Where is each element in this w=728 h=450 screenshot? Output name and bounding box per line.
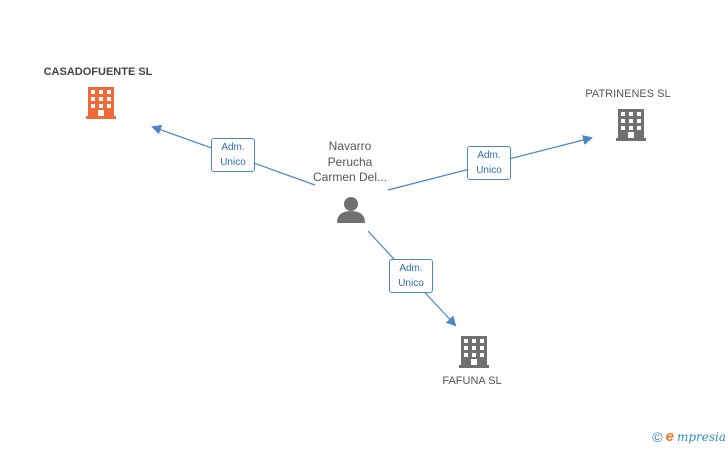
edge-label-casadofuente: Adm. Unico [211, 138, 255, 172]
brand-name: mpresia [676, 429, 726, 444]
building-icon[interactable] [459, 336, 489, 368]
person-name-line: Carmen Del... [312, 170, 388, 184]
edge-label-patrinenes: Adm. Unico [467, 146, 511, 180]
edge-label-line: Adm. [221, 142, 245, 153]
company-label-fafuna[interactable]: FAFUNA SL [442, 375, 502, 387]
edge-label-fafuna: Adm. Unico [389, 259, 433, 293]
copyright-icon: © [652, 428, 663, 445]
edge-label-line: Unico [220, 157, 246, 168]
person-name[interactable]: Navarro Perucha Carmen Del... [313, 139, 387, 186]
company-label-patrinenes[interactable]: PATRINENES SL [585, 88, 671, 100]
building-icon[interactable] [616, 109, 646, 141]
edge-label-line: Unico [476, 165, 502, 176]
edge-label-line: Adm. [399, 263, 423, 274]
edge-label-line: Unico [398, 278, 424, 289]
brand-initial: e [665, 428, 674, 445]
person-name-line: Perucha [327, 154, 373, 169]
building-icon[interactable] [86, 87, 116, 119]
edge-label-line: Adm. [477, 150, 501, 161]
person-name-line: Navarro [328, 139, 372, 153]
person-icon[interactable] [337, 197, 365, 223]
company-label-casadofuente[interactable]: CASADOFUENTE SL [43, 66, 153, 78]
